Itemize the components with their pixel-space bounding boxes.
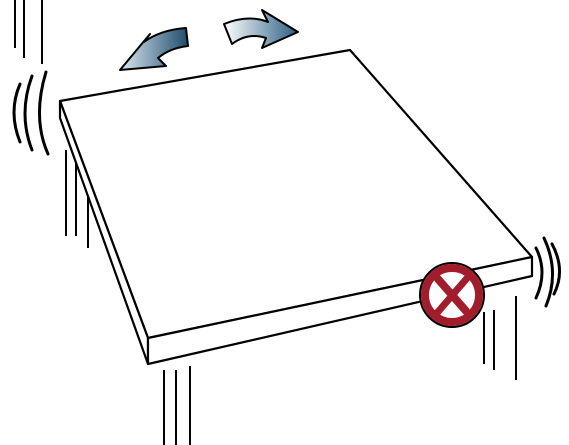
rotate-arrow-right-icon (224, 10, 298, 48)
vibration-marks-left (14, 72, 48, 154)
table-leg-front-right (484, 296, 516, 380)
prohibited-x-icon (420, 263, 484, 327)
rotate-arrow-left-icon (120, 28, 188, 70)
vibration-marks-right (536, 238, 560, 306)
table-leg-front-left (164, 366, 190, 445)
top-post-lines (15, 0, 42, 64)
